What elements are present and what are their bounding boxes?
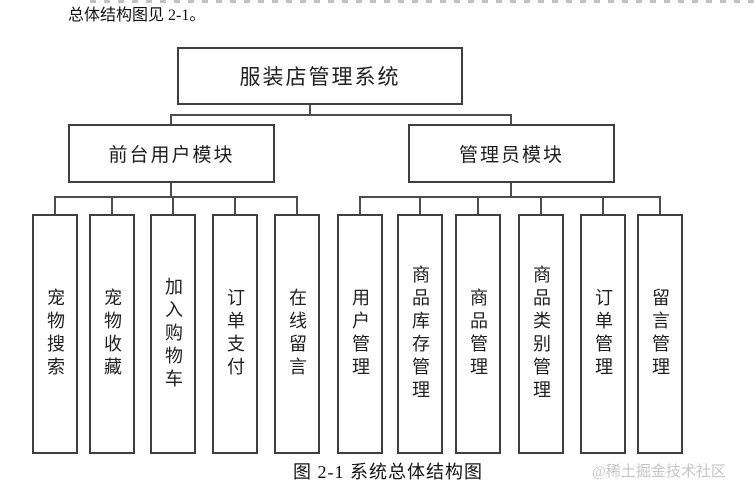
node-frontend-module-label: 前台用户模块 xyxy=(108,145,235,166)
connector-line xyxy=(111,196,113,214)
intro-text: 总体结构图见 2-1。 xyxy=(68,7,206,24)
connector-line xyxy=(477,196,479,214)
node-online-message-label: 在线留言 xyxy=(287,288,307,380)
connector-line xyxy=(510,114,512,126)
node-product-management: 商品管理 xyxy=(455,214,501,454)
connector-line xyxy=(170,114,172,126)
node-product-inventory-management: 商品库存管理 xyxy=(397,214,443,454)
connector-line xyxy=(659,196,661,214)
node-pet-search-label: 宠物搜索 xyxy=(45,288,65,380)
node-root-label: 服装店管理系统 xyxy=(239,65,401,89)
node-pet-favorites-label: 宠物收藏 xyxy=(102,288,122,380)
connector-line xyxy=(309,105,311,116)
node-product-inventory-management-label: 商品库存管理 xyxy=(410,265,430,403)
connector-line xyxy=(170,114,512,116)
node-frontend-module: 前台用户模块 xyxy=(68,124,275,183)
node-user-management: 用户管理 xyxy=(337,214,383,454)
connector-line xyxy=(602,196,604,214)
node-product-management-label: 商品管理 xyxy=(468,288,488,380)
node-online-message: 在线留言 xyxy=(274,214,320,454)
connector-line xyxy=(296,196,298,214)
connector-line xyxy=(540,196,542,214)
connector-line xyxy=(54,196,298,198)
node-order-payment: 订单支付 xyxy=(212,214,258,454)
node-message-management: 留言管理 xyxy=(637,214,683,454)
watermark-text: @稀土掘金技术社区 xyxy=(592,464,726,480)
page-edge-artifact xyxy=(90,0,754,3)
node-user-management-label: 用户管理 xyxy=(350,288,370,380)
figure-caption: 图 2-1 系统总体结构图 xyxy=(293,462,483,482)
node-message-management-label: 留言管理 xyxy=(650,288,670,380)
node-add-to-cart: 加入购物车 xyxy=(150,214,196,454)
node-add-to-cart-label: 加入购物车 xyxy=(163,276,183,392)
node-pet-favorites: 宠物收藏 xyxy=(89,214,135,454)
node-order-management-label: 订单管理 xyxy=(593,288,613,380)
connector-line xyxy=(172,196,174,214)
node-pet-search: 宠物搜索 xyxy=(32,214,78,454)
node-admin-module: 管理员模块 xyxy=(408,124,615,183)
connector-line xyxy=(359,196,661,198)
node-order-management: 订单管理 xyxy=(580,214,626,454)
node-product-category-management-label: 商品类别管理 xyxy=(531,265,551,403)
connector-line xyxy=(54,196,56,214)
connector-line xyxy=(359,196,361,214)
connector-line xyxy=(419,196,421,214)
connector-line xyxy=(234,196,236,214)
connector-line xyxy=(170,183,172,198)
node-product-category-management: 商品类别管理 xyxy=(518,214,564,454)
node-admin-module-label: 管理员模块 xyxy=(458,145,564,166)
node-order-payment-label: 订单支付 xyxy=(225,288,245,380)
node-root: 服装店管理系统 xyxy=(177,47,463,105)
connector-line xyxy=(510,183,512,198)
